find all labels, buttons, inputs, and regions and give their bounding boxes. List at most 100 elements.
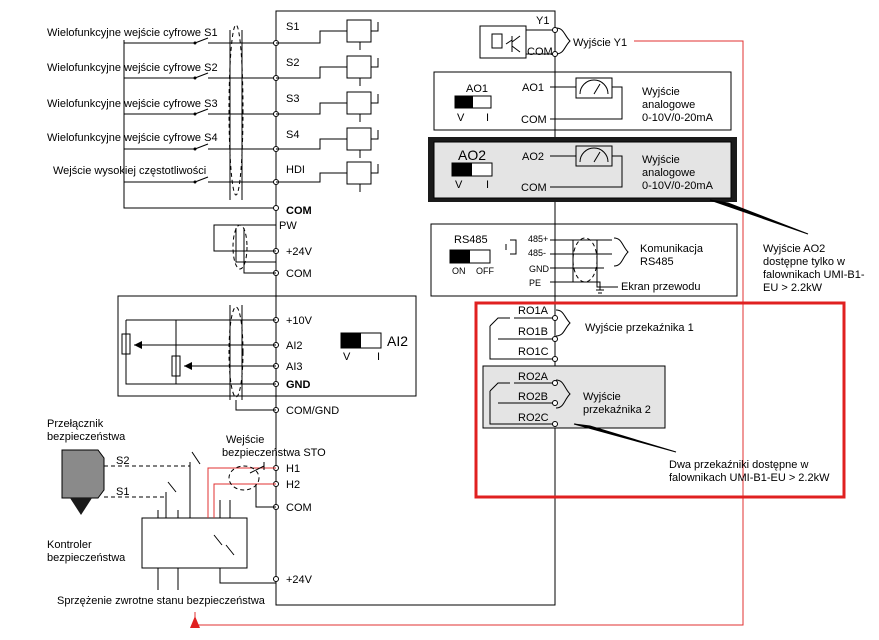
rs485-plus: 485+: [528, 234, 548, 244]
relay-highlight-frame: [474, 301, 846, 499]
ao2-terminal: AO2: [522, 151, 544, 163]
relay2-label-1: Wyjście: [583, 391, 621, 403]
terminal-hdi: HDI: [286, 164, 305, 176]
input-s3-label: Wielofunkcyjne wejście cyfrowe S3: [47, 98, 218, 110]
input-s1-label: Wielofunkcyjne wejście cyfrowe S1: [47, 27, 218, 39]
ao2-callout: [709, 199, 809, 235]
ao2-switch-i: I: [486, 179, 489, 191]
terminal-s3: S3: [286, 93, 299, 105]
ao1-label-3: 0-10V/0-20mA: [642, 112, 714, 124]
terminal-24v-b: +24V: [286, 574, 313, 586]
terminal-s2: S2: [286, 57, 299, 69]
relay2-label-2: przekaźnika 2: [583, 404, 651, 416]
ao2-note-1: Wyjście AO2: [763, 243, 825, 255]
safety-controller-box: [141, 517, 248, 569]
ao1-switch-i: I: [486, 112, 489, 124]
safety-switch-label-2: bezpieczeństwa: [47, 431, 126, 443]
ai2-switch[interactable]: AI2 V I: [340, 332, 408, 363]
safety-switch-icon: [61, 449, 105, 499]
relay-ro2c: RO2C: [518, 412, 549, 424]
feedback-arrow-icon: [190, 616, 200, 628]
y1-terminal: Y1: [536, 15, 549, 27]
ao2-label-2: analogowe: [642, 167, 695, 179]
y1-output: Y1 COM Wyjście Y1: [479, 15, 627, 59]
rs485-comm-1: Komunikacja: [640, 243, 704, 255]
controller-label-1: Kontroler: [47, 539, 92, 551]
terminal-pw: PW: [279, 220, 297, 232]
ao1-output: AO1 V I AO1 COM Wyjście analogowe 0-10V/…: [433, 71, 732, 131]
rs485-comm-2: RS485: [640, 256, 674, 268]
terminal-com-2: COM: [286, 268, 312, 280]
terminal-com: COM: [286, 205, 312, 217]
ai2-switch-label: AI2: [387, 333, 408, 349]
relay-note-2: falownikach UMI-B1-EU > 2.2kW: [669, 472, 830, 484]
terminal-com-3: COM: [286, 502, 312, 514]
ai2-switch-i: I: [377, 351, 380, 363]
terminal-24v: +24V: [286, 246, 313, 258]
ao2-com: COM: [521, 182, 547, 194]
input-s2-label: Wielofunkcyjne wejście cyfrowe S2: [47, 62, 218, 74]
relay-ro2a: RO2A: [518, 371, 549, 383]
terminal-ai2: AI2: [286, 340, 303, 352]
digital-inputs: Wielofunkcyjne wejście cyfrowe S1 Wielof…: [47, 24, 276, 209]
sto-label-1: Wejście: [226, 434, 264, 446]
terminal-h2: H2: [286, 479, 300, 491]
relay1: RO1A RO1B RO1C Wyjście przekaźnika 1: [489, 305, 694, 360]
analog-input-box: [117, 295, 417, 411]
terminal-ai3: AI3: [286, 361, 303, 373]
rs485-on: ON: [452, 266, 466, 276]
ao2-switch-v: V: [455, 179, 463, 191]
rs485-minus: 485-: [528, 248, 546, 258]
terminal-10v: +10V: [286, 315, 313, 327]
terminals-right: [552, 27, 558, 427]
y1-label: Wyjście Y1: [573, 37, 627, 49]
terminal-gnd: GND: [286, 379, 311, 391]
relay-ro1b: RO1B: [518, 326, 548, 338]
ai2-switch-v: V: [343, 351, 351, 363]
rs485-name: RS485: [454, 234, 488, 246]
safety-s2: S2: [116, 455, 129, 467]
relay-ro1a: RO1A: [518, 305, 549, 317]
relay2: RO2A RO2B RO2C Wyjście przekaźnika 2: [482, 365, 666, 429]
safety-plunger-icon: [70, 498, 92, 515]
relay-callout: [573, 423, 677, 453]
safety-section: Przełącznik bezpieczeństwa S2 S1 Kontrol…: [47, 418, 326, 607]
ao2-note-4: EU > 2.2kW: [763, 282, 823, 294]
ao2-label-3: 0-10V/0-20mA: [642, 180, 714, 192]
ao2-note: Wyjście AO2 dostępne tylko w falownikach…: [763, 243, 865, 294]
pw-jumper: [213, 224, 276, 274]
safety-switch-label-1: Przełącznik: [47, 418, 104, 430]
relay-ro1c: RO1C: [518, 346, 549, 358]
rs485-pe: PE: [529, 278, 541, 288]
safety-s1: S1: [116, 486, 129, 498]
y1-com: COM: [527, 46, 553, 58]
ao2-label-1: Wyjście: [642, 154, 680, 166]
relay-note-1: Dwa przekaźniki dostępne w: [669, 459, 808, 471]
input-hdi-label: Wejście wysokiej częstotliwości: [53, 165, 206, 177]
terminal-h1: H1: [286, 463, 300, 475]
ao2-note-3: falownikach UMI-B1-: [763, 269, 865, 281]
ao1-terminal: AO1: [522, 82, 544, 94]
rs485-section: RS485 ON OFF 485+ 485- GND PE Komunikacj…: [430, 223, 738, 297]
sto-label-2: bezpieczeństwa STO: [222, 447, 326, 459]
rs485-shield: Ekran przewodu: [621, 281, 701, 293]
terminal-s4: S4: [286, 129, 299, 141]
relay1-label: Wyjście przekaźnika 1: [585, 322, 694, 334]
ao1-switch-v: V: [457, 112, 465, 124]
rs485-off: OFF: [476, 266, 494, 276]
ao1-com: COM: [521, 114, 547, 126]
ao2-note-2: dostępne tylko w: [763, 256, 845, 268]
ao1-name: AO1: [466, 83, 488, 95]
relay-ro2b: RO2B: [518, 391, 548, 403]
input-s4-label: Wielofunkcyjne wejście cyfrowe S4: [47, 132, 218, 144]
terminal-s1: S1: [286, 21, 299, 33]
ao2-name: AO2: [458, 147, 486, 163]
terminal-com-gnd: COM/GND: [286, 405, 339, 417]
input-optocouplers: [276, 19, 379, 192]
ao1-label-1: Wyjście: [642, 86, 680, 98]
ao1-label-2: analogowe: [642, 99, 695, 111]
controller-label-2: bezpieczeństwa: [47, 552, 126, 564]
terminals-left: S1 S2 S3 S4 HDI COM PW +24V COM +10V AI2…: [273, 21, 339, 586]
feedback-label: Sprzężenie zwrotne stanu bezpieczeństwa: [57, 595, 266, 607]
